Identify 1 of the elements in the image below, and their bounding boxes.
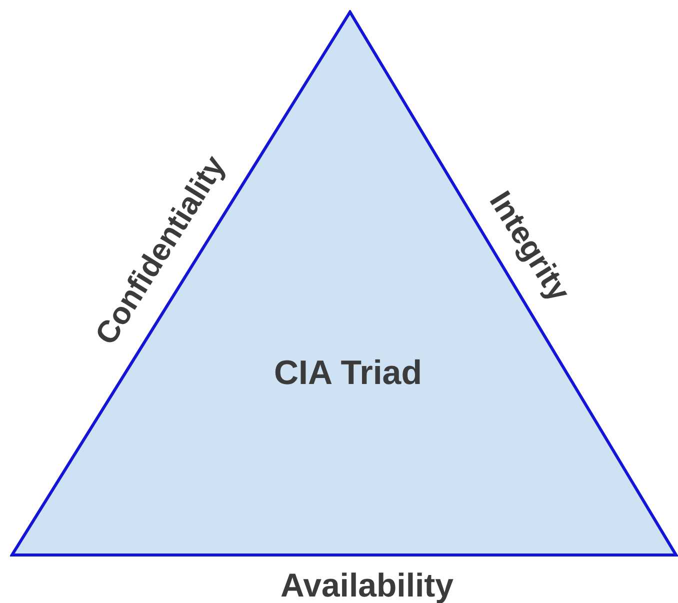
triangle-label: CIA Triad xyxy=(274,356,422,390)
